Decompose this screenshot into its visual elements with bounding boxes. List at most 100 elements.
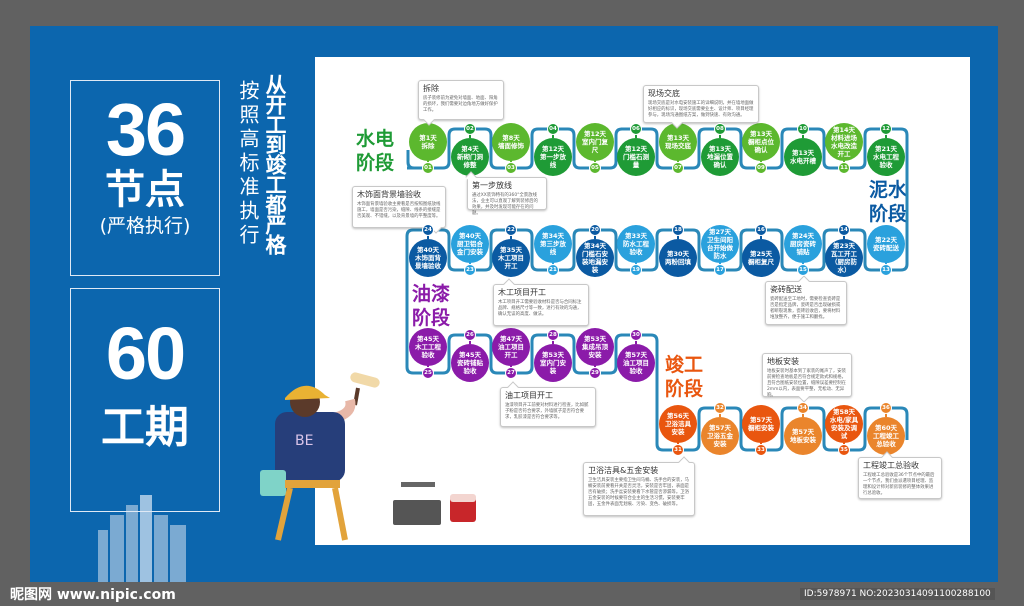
node-28: 第53天室内门安装 — [534, 344, 572, 382]
nodes-box: 36 节点 (严格执行) — [70, 80, 220, 276]
node-day: 第21天 — [874, 145, 898, 153]
node-13: 第22天瓷砖配送 — [867, 225, 905, 263]
node-number: 10 — [797, 123, 809, 135]
node-32: 第57天卫浴五金安装 — [701, 417, 739, 455]
node-number: 17 — [714, 264, 726, 276]
node-day: 第13天 — [708, 145, 732, 153]
node-day: 第57天 — [708, 424, 732, 432]
callout-title: 卫浴洁具&五金安装 — [588, 466, 659, 475]
node-22: 第35天木工项目开工 — [492, 239, 530, 277]
node-title: 木工项目开工 — [498, 254, 524, 270]
stage-label-tile: 泥水 阶段 — [869, 179, 908, 225]
period-number: 60 — [105, 312, 186, 395]
node-number: 16 — [755, 224, 767, 236]
node-day: 第14天 — [832, 126, 856, 134]
callout-9: 工程竣工总验收工程竣工总验收是36个节点中的最后一个节点，我们会派遣项目经理、监… — [858, 451, 942, 499]
node-day: 第58天 — [832, 408, 856, 416]
node-number: 34 — [797, 402, 809, 414]
callout-5: 瓷砖配送瓷砖配送至工地时，需要检查瓷砖是否是指定品牌，瓷砖是否出现破损或者断裂现… — [765, 275, 847, 325]
node-title: 两粉回填 — [665, 258, 691, 266]
callout-title: 油工项目开工 — [505, 391, 553, 400]
node-day: 第47天 — [499, 335, 523, 343]
node-31: 第56天卫浴洁具安装 — [659, 405, 697, 443]
node-day: 第45天 — [416, 335, 440, 343]
node-title: 地板安装 — [790, 436, 816, 444]
callout-6: 油工项目开工油漆项目开工前要对材料进行检查，比如腻子粉是否符合要求，外墙腻子是否… — [500, 381, 596, 427]
node-06: 第12天门槛石测量 — [617, 138, 655, 176]
slogan-1: 按照高标准执行 — [236, 80, 260, 248]
node-title: 卫浴洁具安装 — [665, 420, 691, 436]
node-title: 油工项目验收 — [623, 359, 649, 375]
node-day: 第12天 — [583, 130, 607, 138]
node-03: 第8天墙面修饰 — [492, 123, 530, 161]
callout-text: 木工项目开工需要验收材料是否与合同标注品牌、规格尺寸等一致，进行有效的沟通，确认… — [498, 300, 582, 317]
node-number: 22 — [505, 224, 517, 236]
callout-title: 木工项目开工 — [498, 288, 546, 297]
callout-text: 木饰面背景墙验收主要看是否按照图纸放线施工，墙面是否污染，缝隙、线条的接缝是否美… — [357, 202, 441, 219]
node-day: 第30天 — [666, 250, 690, 258]
node-title: 木饰面背景墙验收 — [415, 254, 441, 270]
node-number: 32 — [714, 402, 726, 414]
node-35: 第58天水电/家具安装及调试 — [825, 405, 863, 443]
painter-icon: BE — [260, 372, 380, 541]
node-title: 新砌门洞修整 — [457, 153, 483, 169]
node-15: 第24天厨房瓷砖铺贴 — [784, 225, 822, 263]
node-11: 第14天材料进场水电改造开工 — [825, 123, 863, 161]
node-number: 03 — [505, 162, 517, 174]
period-label: 工期 — [101, 402, 189, 453]
node-title: 橱柜点位确认 — [748, 138, 774, 154]
node-23: 第40天厨卫铝合金门安装 — [451, 225, 489, 263]
node-day: 第57天 — [791, 428, 815, 436]
callout-text: 地板安装时基本到了家装的尾声了，安装前要检查地板是否符合规定款式和规格，且符合图… — [767, 369, 847, 398]
stage-label-hydro: 水电 阶段 — [356, 128, 395, 174]
stage-label-paint: 油漆 阶段 — [412, 283, 451, 329]
node-day: 第13天 — [666, 134, 690, 142]
watermark-logo: 昵图网 www.nipic.com — [10, 587, 176, 603]
node-09: 第13天橱柜点位确认 — [742, 123, 780, 161]
node-title: 防水工程验收 — [623, 240, 649, 256]
node-title: 第一步放线 — [540, 153, 566, 169]
node-day: 第24天 — [791, 232, 815, 240]
node-title: 室内门复尺 — [582, 138, 608, 154]
node-title: 厨卫铝合金门安装 — [457, 240, 483, 256]
node-title: 现场交底 — [665, 142, 691, 150]
node-day: 第34天 — [583, 242, 607, 250]
callout-2: 第一步放线通过XX装饰特有的360°全景放线法，业主可以直观了解到装修后的效果，… — [465, 171, 547, 216]
node-day: 第57天 — [624, 351, 648, 359]
node-day: 第40天 — [458, 232, 482, 240]
node-title: 墙面修饰 — [498, 142, 524, 150]
node-title: 瓷砖配送 — [873, 244, 899, 252]
callout-text: 工程竣工总验收是36个节点中的最后一个节点，我们会派遣项目经理、监理和设计师对新… — [863, 473, 935, 496]
node-day: 第60天 — [874, 424, 898, 432]
path-segment — [900, 127, 909, 272]
path-segment — [405, 228, 414, 375]
node-day: 第1天 — [419, 134, 437, 142]
node-number: 21 — [547, 264, 559, 276]
node-title: 瓷砖铺贴验收 — [457, 359, 483, 375]
callout-3: 木饰面背景墙验收木饰面背景墙验收主要看是否按照图纸放线施工，墙面是否污染，缝隙、… — [352, 186, 446, 234]
node-number: 28 — [547, 329, 559, 341]
node-title: 集成吊顶安装 — [582, 343, 608, 359]
node-08: 第13天地漏位置确认 — [701, 138, 739, 176]
node-day: 第40天 — [416, 246, 440, 254]
node-title: 材料进场水电改造开工 — [831, 134, 857, 158]
callout-1: 现场交底现场交底是对水电安装施工的详细说明，并在墙地面做好相应的标识，现场交底需… — [643, 85, 759, 129]
node-day: 第13天 — [749, 130, 773, 138]
node-day: 第22天 — [874, 236, 898, 244]
node-number: 20 — [589, 224, 601, 236]
node-number: 36 — [880, 402, 892, 414]
node-title: 地漏位置确认 — [707, 153, 733, 169]
node-number: 05 — [589, 162, 601, 174]
node-number: 06 — [630, 123, 642, 135]
callout-text: 瓷砖配送至工地时，需要检查瓷砖是否是指定品牌，瓷砖是否出现破损或者断裂现象，瓷砖… — [770, 297, 841, 320]
slogan-2: 从开工到竣工都严格 — [263, 74, 287, 254]
callout-title: 工程竣工总验收 — [863, 461, 919, 470]
node-10: 第13天水电开槽 — [784, 138, 822, 176]
node-title: 室内门安装 — [540, 359, 566, 375]
callout-8: 卫浴洁具&五金安装卫生洁具安装主要指卫生间马桶、洗手台的安装，马桶安装前要看开关… — [583, 456, 695, 516]
node-05: 第12天室内门复尺 — [576, 123, 614, 161]
node-day: 第12天 — [624, 145, 648, 153]
node-day: 第57天 — [749, 416, 773, 424]
node-07: 第13天现场交底 — [659, 123, 697, 161]
callout-text: 房子装修前为避免对墙面、地面、阳角的损坏，我们需要对边角地方做好保护工作。 — [423, 96, 498, 113]
